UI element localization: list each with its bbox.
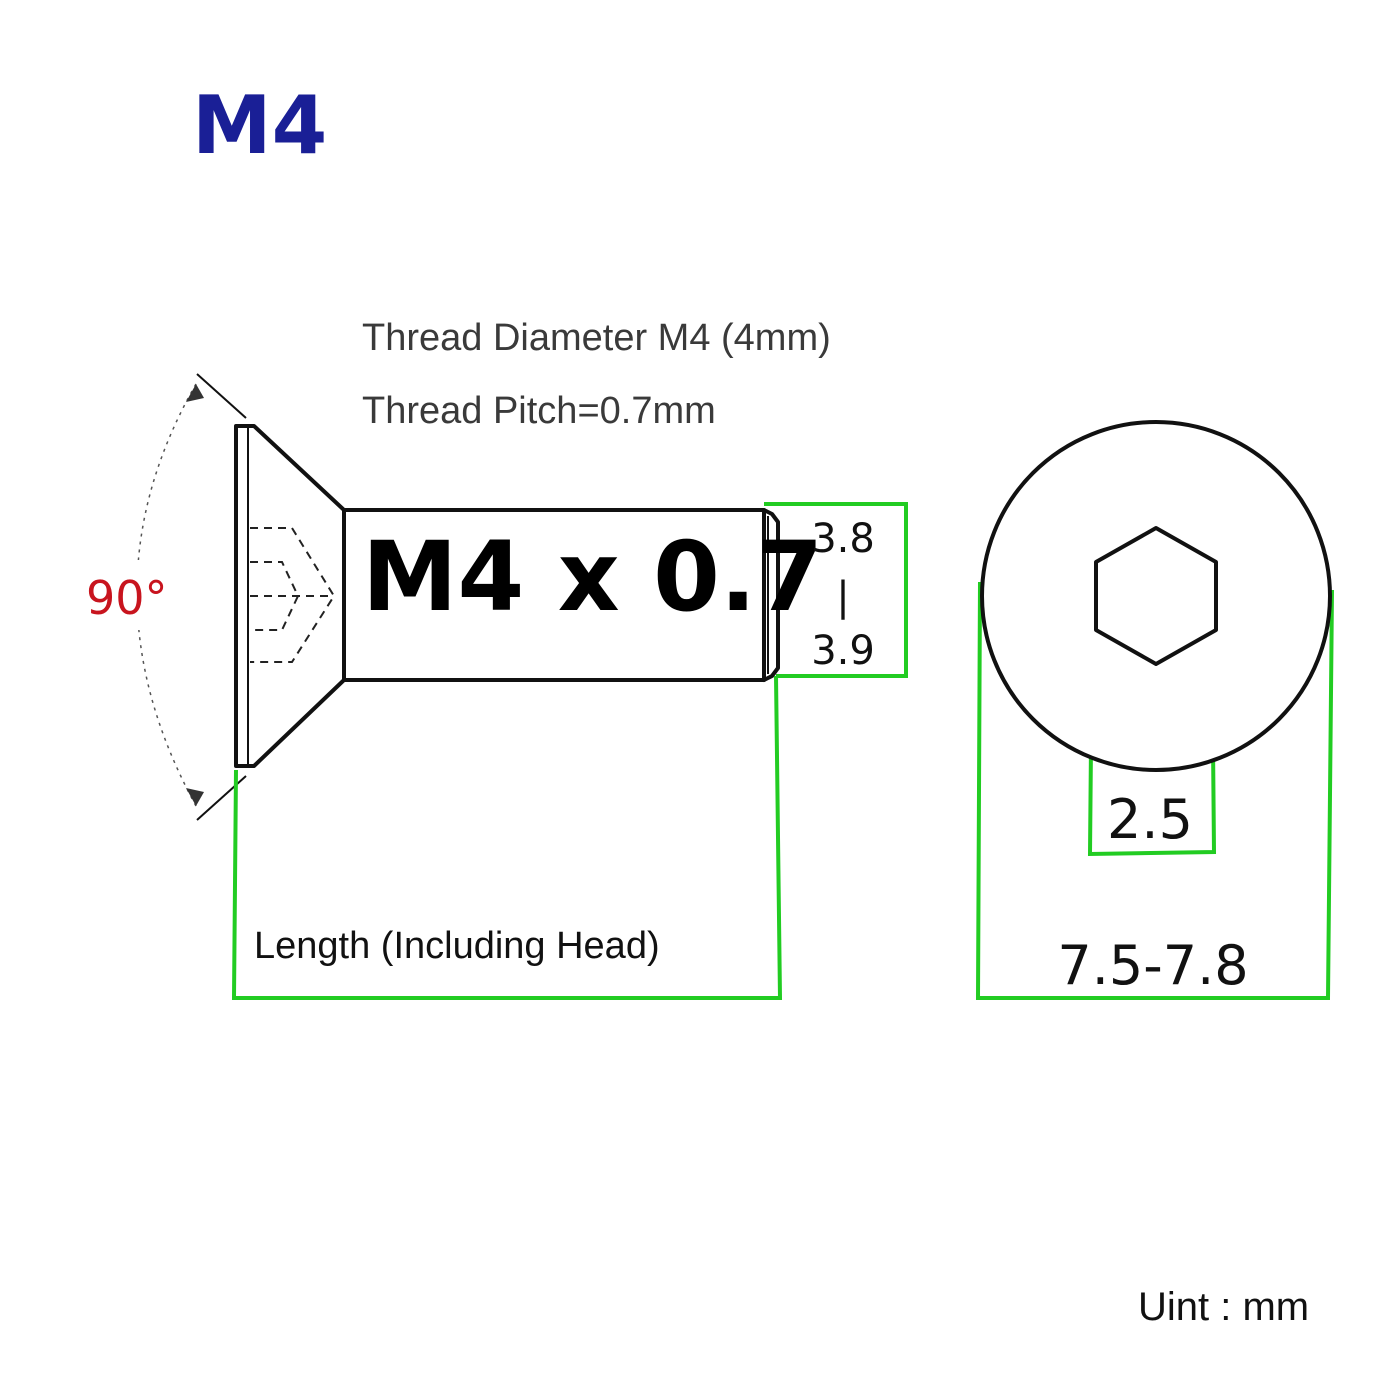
shank-diameter-min: 3.8	[811, 516, 875, 562]
thread-pitch-text: Thread Pitch=0.7mm	[362, 390, 716, 432]
angle-label: 90°	[86, 571, 168, 625]
length-label: Length (Including Head)	[254, 925, 660, 967]
thread-diameter-text: Thread Diameter M4 (4mm)	[362, 317, 831, 359]
hex-socket	[1094, 526, 1218, 666]
hex-socket-size: 2.5	[1107, 788, 1193, 851]
head-diameter-dimension	[975, 581, 1334, 1000]
shank-diameter-separator: |	[836, 574, 849, 620]
thread-size-label: M4 x 0.7	[362, 521, 823, 633]
angle-extension-top	[196, 373, 247, 419]
angle-arrow-top	[186, 384, 204, 402]
angle-arc	[136, 383, 197, 807]
screw-shank	[342, 508, 766, 682]
angle-label-backdrop	[80, 560, 172, 630]
angle-indicator: 90°	[80, 373, 247, 821]
unit-label: Uint : mm	[1138, 1285, 1309, 1329]
angle-extension-bottom	[196, 775, 247, 821]
diagram-title: M4	[192, 79, 327, 172]
head-diameter-value: 7.5-7.8	[1057, 934, 1248, 997]
screw-side-view: M4 x 0.7	[234, 424, 823, 768]
angle-arrow-bottom	[186, 788, 204, 806]
hidden-socket-lines	[250, 527, 336, 663]
length-dimension	[231, 675, 783, 1000]
shank-diameter-max: 3.9	[811, 628, 875, 674]
shank-diameter-dimension	[764, 502, 908, 678]
screw-top-view	[980, 420, 1332, 772]
